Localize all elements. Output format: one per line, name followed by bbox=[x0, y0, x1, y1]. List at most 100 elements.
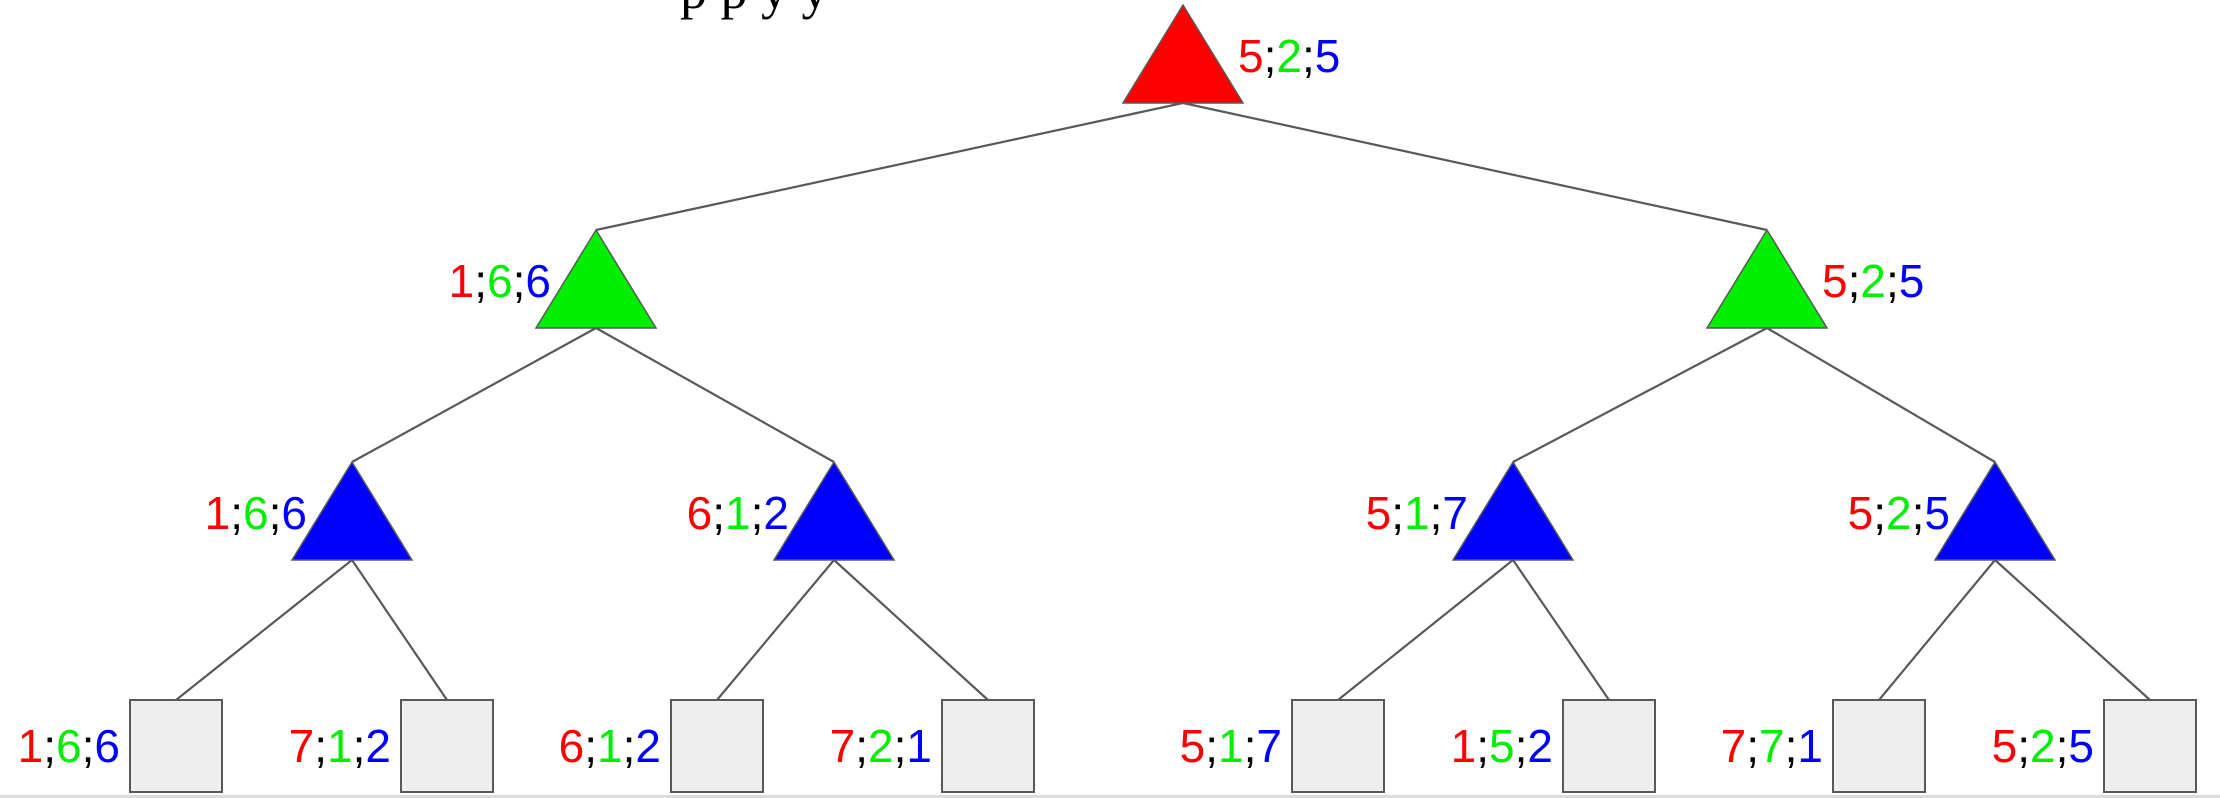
payoff-separator: ; bbox=[894, 720, 907, 772]
red-payoff-value: 1 bbox=[205, 487, 231, 539]
blue-payoff-value: 6 bbox=[281, 487, 307, 539]
payoff-separator: ; bbox=[1746, 720, 1759, 772]
blue-payoff-value: 6 bbox=[94, 720, 120, 772]
blue-payoff-value: 5 bbox=[2068, 720, 2094, 772]
payoff-label: 5;2;5 bbox=[1822, 255, 1924, 307]
red-payoff-value: 5 bbox=[1180, 720, 1206, 772]
red-payoff-value: 6 bbox=[687, 487, 713, 539]
tree-edge bbox=[1878, 559, 1996, 701]
payoff-separator: ; bbox=[1391, 487, 1404, 539]
blue-payoff-value: 2 bbox=[763, 487, 789, 539]
red-payoff-value: 7 bbox=[1721, 720, 1747, 772]
leaf-node-box bbox=[941, 699, 1035, 793]
blue-payoff-value: 7 bbox=[1256, 720, 1282, 772]
payoff-separator: ; bbox=[230, 487, 243, 539]
green-player-node bbox=[1705, 228, 1829, 329]
payoff-separator: ; bbox=[314, 720, 327, 772]
tree-edge bbox=[595, 101, 1184, 232]
blue-player-node bbox=[772, 460, 896, 561]
blue-player-node bbox=[290, 460, 414, 561]
red-payoff-value: 1 bbox=[449, 255, 475, 307]
blue-payoff-value: 5 bbox=[1924, 487, 1950, 539]
red-payoff-value: 7 bbox=[830, 720, 856, 772]
payoff-separator: ; bbox=[513, 255, 526, 307]
green-payoff-value: 2 bbox=[1276, 30, 1302, 82]
blue-player-node bbox=[1451, 460, 1575, 561]
red-payoff-value: 5 bbox=[1848, 487, 1874, 539]
red-payoff-value: 1 bbox=[18, 720, 44, 772]
payoff-separator: ; bbox=[2056, 720, 2069, 772]
leaf-node-box bbox=[129, 699, 223, 793]
payoff-separator: ; bbox=[82, 720, 95, 772]
leaf-node-box bbox=[1291, 699, 1385, 793]
red-payoff-value: 5 bbox=[1238, 30, 1264, 82]
green-payoff-value: 1 bbox=[597, 720, 623, 772]
green-payoff-value: 7 bbox=[1759, 720, 1785, 772]
blue-payoff-value: 1 bbox=[906, 720, 932, 772]
blue-payoff-value: 6 bbox=[525, 255, 551, 307]
red-payoff-value: 7 bbox=[289, 720, 315, 772]
blue-payoff-value: 5 bbox=[1899, 255, 1925, 307]
blue-payoff-value: 1 bbox=[1797, 720, 1823, 772]
leaf-node-box bbox=[1562, 699, 1656, 793]
payoff-label: 5;1;7 bbox=[1180, 720, 1282, 772]
red-player-node bbox=[1121, 3, 1245, 104]
green-payoff-value: 1 bbox=[1218, 720, 1244, 772]
payoff-separator: ; bbox=[1476, 720, 1489, 772]
payoff-separator: ; bbox=[623, 720, 636, 772]
payoff-separator: ; bbox=[1886, 255, 1899, 307]
tree-edge bbox=[716, 559, 835, 701]
payoff-separator: ; bbox=[1912, 487, 1925, 539]
green-payoff-value: 1 bbox=[1404, 487, 1430, 539]
payoff-label: 7;7;1 bbox=[1721, 720, 1823, 772]
payoff-label: 5;1;7 bbox=[1366, 487, 1468, 539]
payoff-separator: ; bbox=[712, 487, 725, 539]
leaf-node-box bbox=[670, 699, 764, 793]
payoff-label: 7;1;2 bbox=[289, 720, 391, 772]
payoff-label: 7;2;1 bbox=[830, 720, 932, 772]
payoff-separator: ; bbox=[1785, 720, 1798, 772]
payoff-separator: ; bbox=[1430, 487, 1443, 539]
leaf-node-box bbox=[400, 699, 494, 793]
green-payoff-value: 1 bbox=[327, 720, 353, 772]
green-payoff-value: 6 bbox=[487, 255, 513, 307]
payoff-label: 1;6;6 bbox=[449, 255, 551, 307]
blue-player-node bbox=[1933, 460, 2057, 561]
payoff-label: 6;1;2 bbox=[687, 487, 789, 539]
blue-payoff-value: 2 bbox=[365, 720, 391, 772]
cut-off-title: p p y y bbox=[680, 0, 829, 20]
payoff-label: 1;6;6 bbox=[18, 720, 120, 772]
payoff-label: 5;2;5 bbox=[1992, 720, 2094, 772]
payoff-separator: ; bbox=[584, 720, 597, 772]
tree-edge bbox=[1766, 327, 1996, 463]
payoff-label: 1;6;6 bbox=[205, 487, 307, 539]
payoff-separator: ; bbox=[751, 487, 764, 539]
blue-payoff-value: 2 bbox=[1527, 720, 1553, 772]
green-payoff-value: 1 bbox=[725, 487, 751, 539]
tree-edge bbox=[1512, 327, 1768, 463]
green-payoff-value: 5 bbox=[1489, 720, 1515, 772]
red-payoff-value: 1 bbox=[1451, 720, 1477, 772]
red-payoff-value: 5 bbox=[1366, 487, 1392, 539]
green-payoff-value: 2 bbox=[868, 720, 894, 772]
blue-payoff-value: 5 bbox=[1315, 30, 1341, 82]
leaf-node-box bbox=[2103, 699, 2197, 793]
payoff-separator: ; bbox=[1515, 720, 1528, 772]
payoff-separator: ; bbox=[855, 720, 868, 772]
payoff-separator: ; bbox=[1848, 255, 1861, 307]
blue-payoff-value: 7 bbox=[1442, 487, 1468, 539]
payoff-label: 6;1;2 bbox=[559, 720, 661, 772]
payoff-separator: ; bbox=[1302, 30, 1315, 82]
payoff-separator: ; bbox=[1873, 487, 1886, 539]
green-payoff-value: 2 bbox=[1886, 487, 1912, 539]
tree-edge bbox=[1182, 101, 1768, 232]
tree-nodes bbox=[129, 3, 2197, 793]
payoff-separator: ; bbox=[269, 487, 282, 539]
tree-edge bbox=[833, 559, 989, 701]
payoff-separator: ; bbox=[353, 720, 366, 772]
payoff-separator: ; bbox=[474, 255, 487, 307]
tree-edge bbox=[1337, 559, 1514, 701]
tree-edge bbox=[351, 559, 448, 701]
bottom-divider bbox=[0, 795, 2220, 798]
